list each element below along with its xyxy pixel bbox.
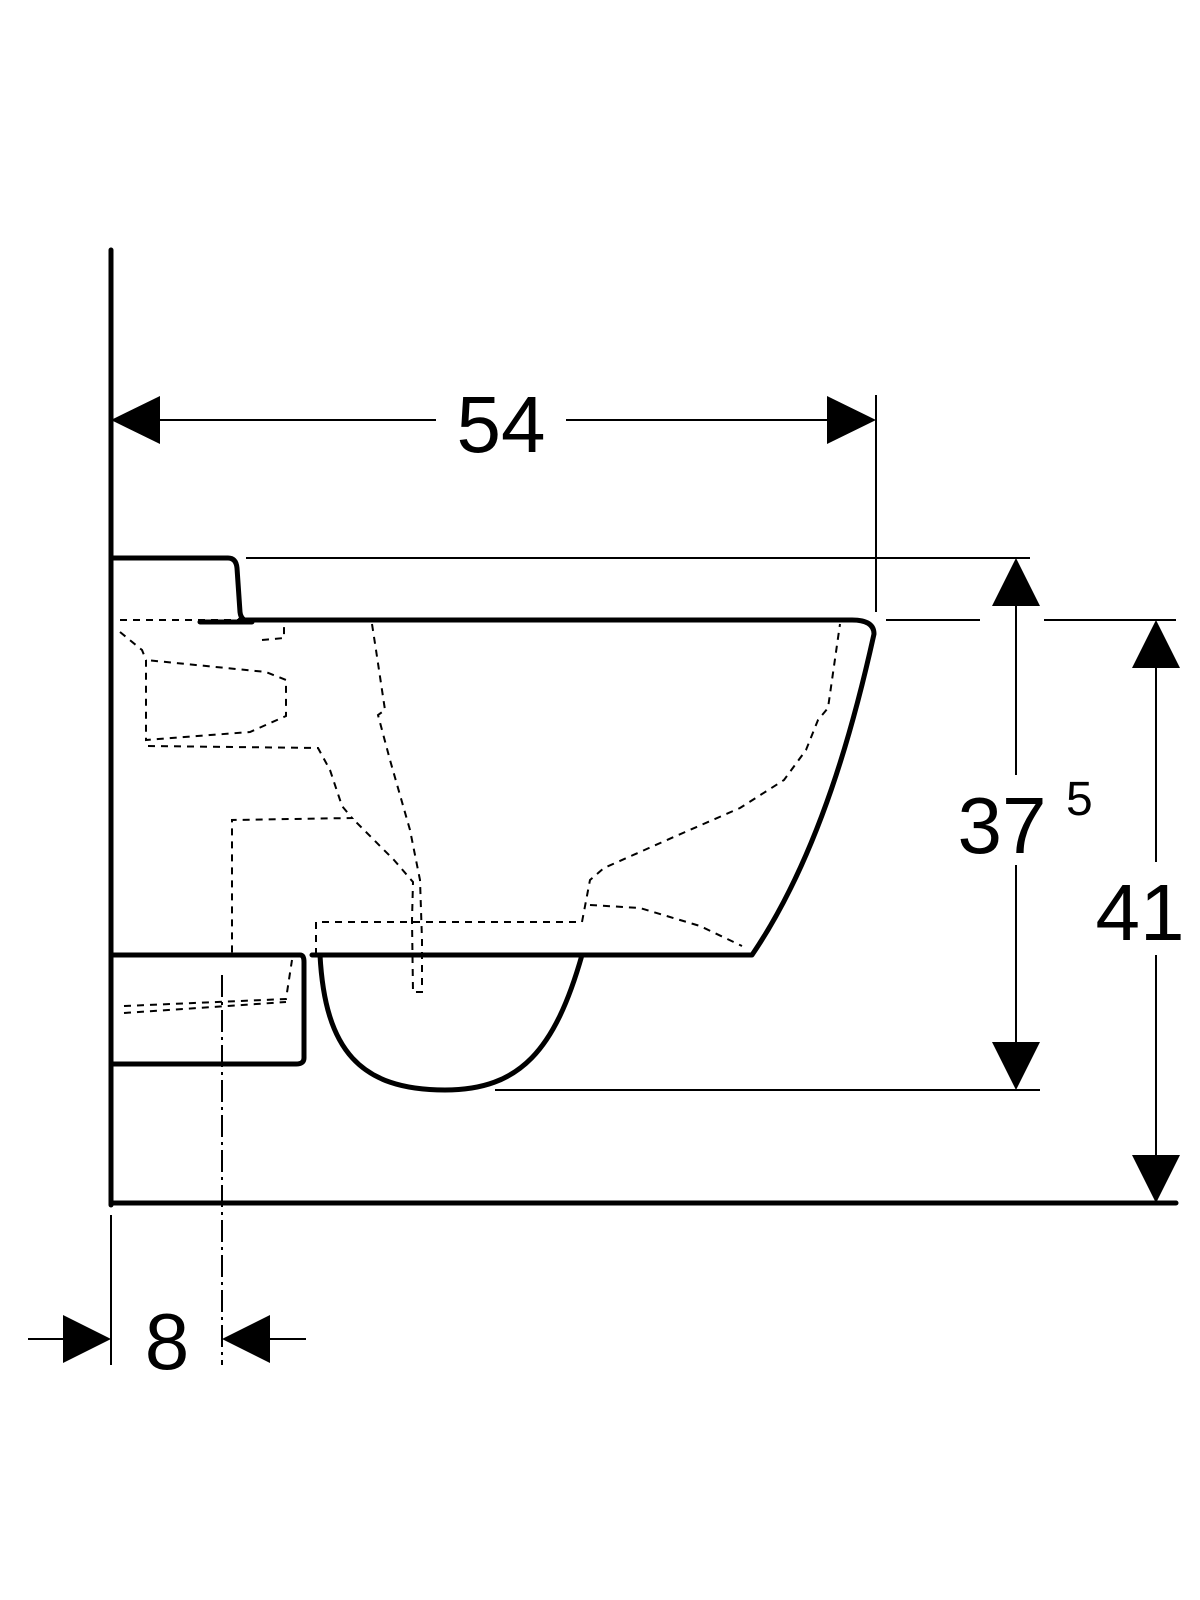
dim-total-height-arrow-top xyxy=(1132,620,1180,668)
dim-bowl-height-arrow-bottom xyxy=(992,1042,1040,1090)
mounting-plate-outline xyxy=(108,555,255,625)
dim-total-height-label: 41 xyxy=(1096,868,1185,957)
dim-total-height-arrow-bottom xyxy=(1132,1155,1180,1203)
dim-depth-arrow-left xyxy=(111,396,160,444)
dim-offset-arrow-right xyxy=(222,1315,270,1363)
dim-depth-arrow-right xyxy=(827,396,876,444)
hidden-waste-outlet xyxy=(315,623,841,955)
dim-offset-arrow-left xyxy=(63,1315,111,1363)
hidden-inlet-pipe xyxy=(147,745,355,958)
toilet-body-outline xyxy=(237,617,877,958)
hidden-rim-channel xyxy=(589,904,743,947)
mounting-bracket-outline xyxy=(108,952,307,1067)
dim-bowl-height-arrow-top xyxy=(992,558,1040,606)
dim-bowl-height-superscript: 5 xyxy=(1066,773,1093,826)
hidden-flush-channel xyxy=(119,619,287,742)
dim-depth-label: 54 xyxy=(457,380,546,469)
toilet-bowl-bottom-outline xyxy=(317,952,585,1093)
hidden-connector-pipe xyxy=(123,959,293,1014)
dim-offset-label: 8 xyxy=(145,1297,190,1386)
dim-bowl-height-label: 37 xyxy=(958,781,1047,870)
hidden-siphon-path xyxy=(351,623,423,993)
